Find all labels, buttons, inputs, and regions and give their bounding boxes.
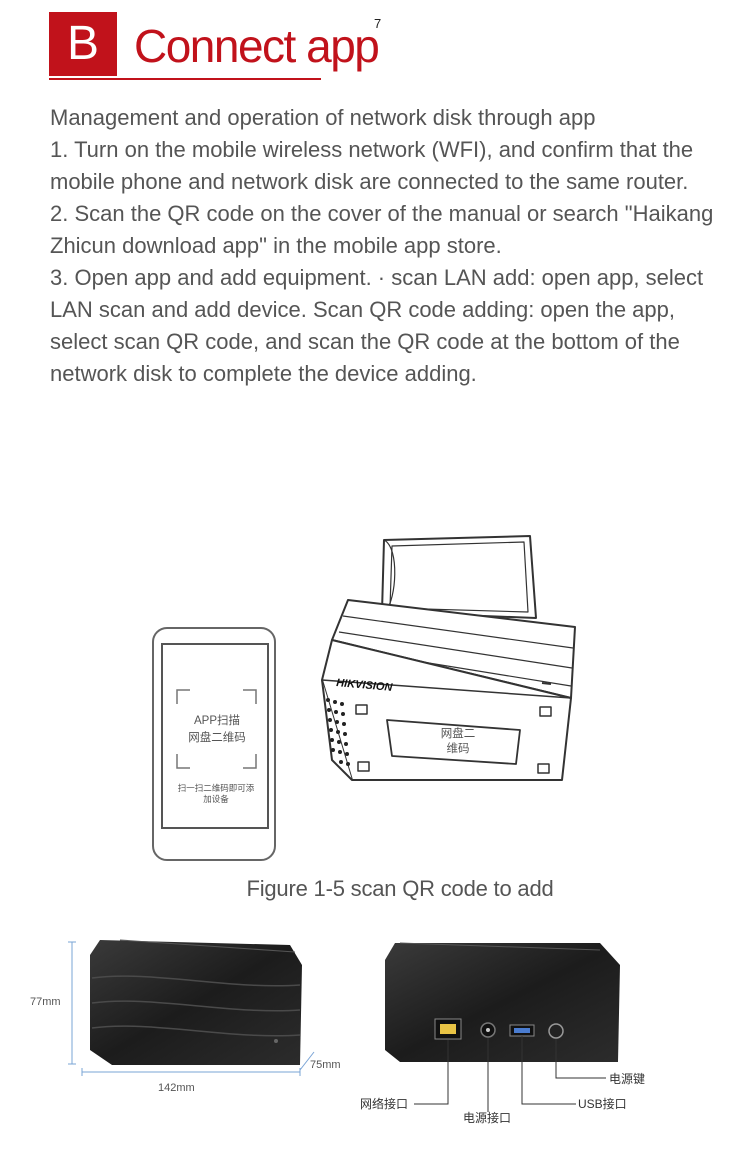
width-dimension: 142mm	[158, 1082, 195, 1094]
dimension-lines	[68, 941, 315, 1076]
depth-dimension: 75mm	[310, 1059, 341, 1071]
label-network-port: 网络接口	[360, 1096, 408, 1111]
port-callout-lines	[414, 1036, 606, 1112]
label-power-button: 电源键	[609, 1072, 645, 1086]
phone-illustration	[152, 627, 276, 861]
page-number: 7	[374, 16, 382, 31]
intro-paragraph: Management and operation of network disk…	[50, 105, 596, 130]
title-underline	[49, 78, 321, 80]
rear-view-photo	[385, 942, 620, 1062]
figure-caption: Figure 1-5 scan QR code to add	[246, 876, 554, 901]
height-dimension: 77mm	[30, 996, 61, 1008]
product-photos: 77mm 142mm 75mm 网络接口 电源接口 USB接口 电源键	[30, 939, 645, 1125]
label-power-port: 电源接口	[463, 1110, 511, 1125]
qr-label-line2: 维码	[447, 742, 470, 755]
phone-hint-line1: 扫一扫二维码即可添	[178, 783, 255, 793]
phone-scan-line1: APP扫描	[194, 713, 240, 727]
brand-logo: HIKVISION	[336, 677, 394, 694]
label-usb-port: USB接口	[578, 1096, 627, 1111]
qr-label-line1: 网盘二	[441, 726, 476, 740]
instructions: Management and operation of network disk…	[50, 102, 730, 390]
step-2-paragraph: 2. Scan the QR code on the cover of the …	[50, 201, 714, 258]
front-view-photo	[90, 939, 302, 1065]
phone-hint-line2: 加设备	[203, 794, 229, 804]
step-3-paragraph: 3. Open app and add equipment. · scan LA…	[50, 265, 704, 386]
section-badge: B	[49, 12, 117, 76]
network-disk-illustration	[321, 535, 576, 781]
vent-holes	[326, 698, 350, 766]
phone-scan-line2: 网盘二维码	[188, 730, 246, 744]
step-1-paragraph: 1. Turn on the mobile wireless network (…	[50, 137, 694, 194]
page-title: Connect app	[134, 20, 380, 72]
